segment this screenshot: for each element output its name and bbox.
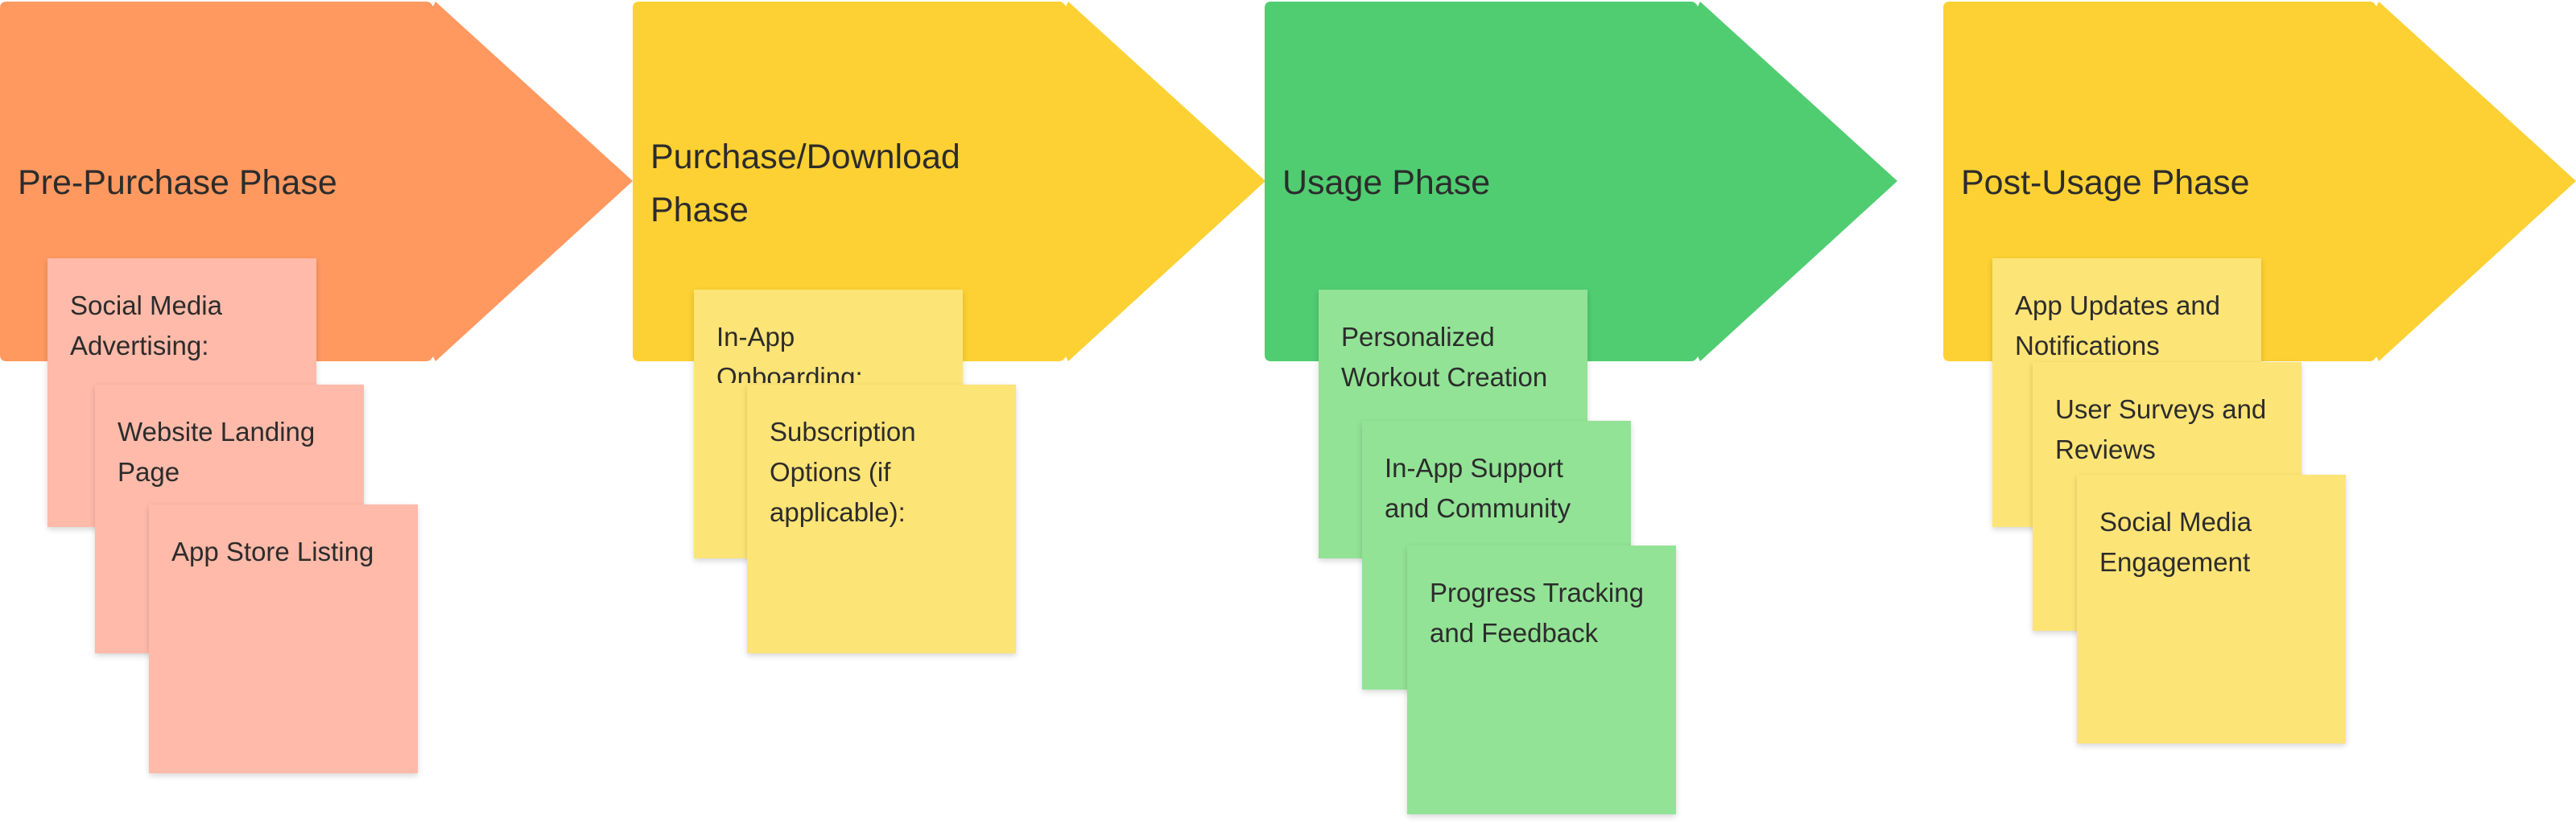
phase-title: Pre-Purchase Phase <box>18 163 337 202</box>
phase-title: Purchase/Download Phase <box>650 138 960 229</box>
sticky-note-text: Social Media Advertising: <box>70 290 222 360</box>
phase-title: Usage Phase <box>1282 163 1491 202</box>
sticky-note-text: Personalized Workout Creation <box>1341 322 1548 392</box>
sticky-note-text: Subscription Options (if applicable): <box>770 417 916 527</box>
phase-arrow-shape <box>633 2 1265 361</box>
sticky-note-text: In-App Support and Community <box>1385 453 1571 523</box>
sticky-note-text: User Surveys and Reviews <box>2055 394 2267 464</box>
phase-title: Post-Usage Phase <box>1961 163 2250 202</box>
sticky-note-text: App Store Listing <box>171 537 374 566</box>
sticky-note-text: Social Media Engagement <box>2099 507 2252 577</box>
phase-usage[interactable]: Usage Phase <box>1265 2 1897 361</box>
sticky-note-social-media-engagement[interactable]: Social Media Engagement <box>2077 475 2346 743</box>
phase-arrow-shape <box>1265 2 1897 361</box>
sticky-note-text: Progress Tracking and Feedback <box>1430 578 1644 648</box>
sticky-note-text: Website Landing Page <box>118 417 316 487</box>
sticky-note-app-store-listing[interactable]: App Store Listing <box>149 504 418 773</box>
sticky-note-progress-tracking-feedback[interactable]: Progress Tracking and Feedback <box>1407 546 1676 814</box>
sticky-note-text: In-App Onboarding: <box>716 322 863 383</box>
sticky-note-text: App Updates and Notifications <box>2015 290 2221 360</box>
phase-purchase-download[interactable]: Purchase/Download Phase <box>633 2 1265 361</box>
sticky-note-subscription-options[interactable]: Subscription Options (if applicable): <box>747 385 1016 653</box>
